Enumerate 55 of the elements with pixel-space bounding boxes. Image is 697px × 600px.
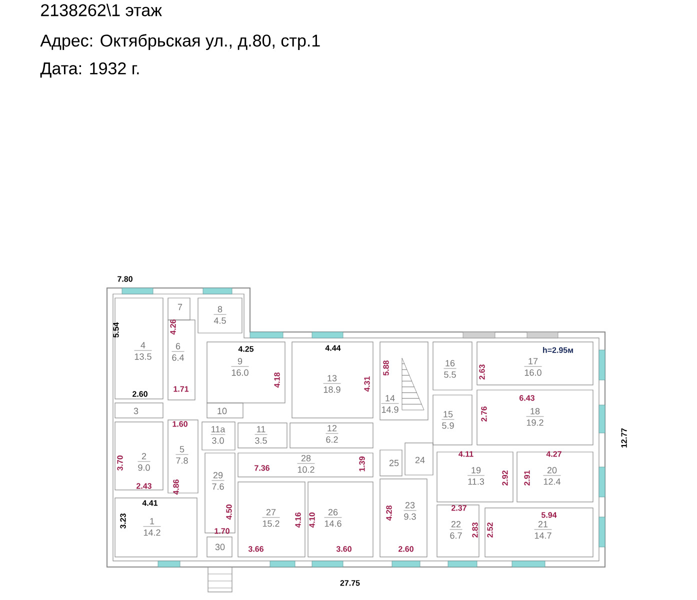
dimension-label: 2.83 [472, 522, 478, 538]
dimension-label: 4.25 [238, 346, 254, 352]
dimension-label: 4.28 [386, 505, 392, 521]
dimension-label: 2.63 [479, 364, 485, 380]
room: 25 [380, 450, 402, 476]
title-text: 2138262\1 этаж [41, 4, 162, 16]
dimension-label: 4.86 [173, 480, 179, 495]
dimension-label: 4.10 [309, 512, 315, 528]
dimension-label: 1.60 [172, 421, 188, 427]
dimension-label: 2.92 [502, 470, 508, 486]
dimension-label: 5.88 [383, 360, 389, 376]
dimension-label: 3.70 [117, 456, 123, 471]
dimension-label: 4.44 [325, 345, 341, 351]
dimension-label: 4.16 [295, 512, 301, 528]
dimension-label: 2.60 [132, 391, 148, 397]
dimension-label: 1.39 [359, 456, 365, 472]
room: 24 [404, 442, 434, 476]
room: 15 5.9 [432, 394, 472, 446]
dimension-label: 6.43 [520, 395, 534, 401]
room: 8 4.5 [198, 298, 242, 334]
dimension-label: 2.76 [481, 406, 487, 422]
date-text: Дата: 1932 г. [40, 62, 139, 78]
dimension-label: 7.80 [118, 276, 132, 282]
dimension-label: 5.94 [541, 512, 557, 518]
dimension-label: 2.91 [524, 470, 530, 486]
dimension-label: 2.37 [452, 505, 466, 511]
room: 3 [114, 402, 164, 418]
room: 11а 3.0 [202, 422, 236, 450]
dimension-label: 3.66 [248, 546, 264, 552]
dimension-label: 27.75 [340, 580, 360, 586]
dimension-label: 4.27 [546, 451, 562, 457]
dimension-label: 4.31 [364, 376, 370, 392]
dimension-label: 12.77 [621, 428, 627, 448]
dimension-label: 4.50 [226, 504, 232, 520]
room: 11 3.5 [238, 422, 288, 448]
dimension-label: 4.18 [274, 372, 280, 388]
dimension-label: 3.60 [336, 546, 352, 552]
dimension-label: 5.54 [113, 322, 119, 338]
room: 10 [206, 402, 244, 418]
room: 30 [206, 536, 232, 558]
dimension-label: 4.26 [170, 320, 176, 335]
dimension-label: 4.41 [142, 500, 158, 506]
room: 16 5.5 [432, 342, 472, 390]
room: 12 6.2 [290, 422, 374, 448]
dimension-label: 2.43 [136, 483, 152, 489]
dimension-label: 1.71 [174, 386, 189, 392]
dimension-label: 4.11 [458, 451, 474, 457]
ceiling-height-label: h=2.95м [543, 347, 573, 353]
dimension-label: 2.52 [487, 522, 493, 538]
dimension-label: 3.23 [120, 514, 126, 529]
dimension-label: 7.36 [254, 465, 270, 471]
address-text: Адрес: Октябрьская ул., д.80, стр.1 [40, 34, 320, 50]
dimension-label: 1.70 [214, 528, 230, 534]
room: 7 [168, 298, 190, 320]
dimension-label: 2.60 [398, 546, 414, 552]
